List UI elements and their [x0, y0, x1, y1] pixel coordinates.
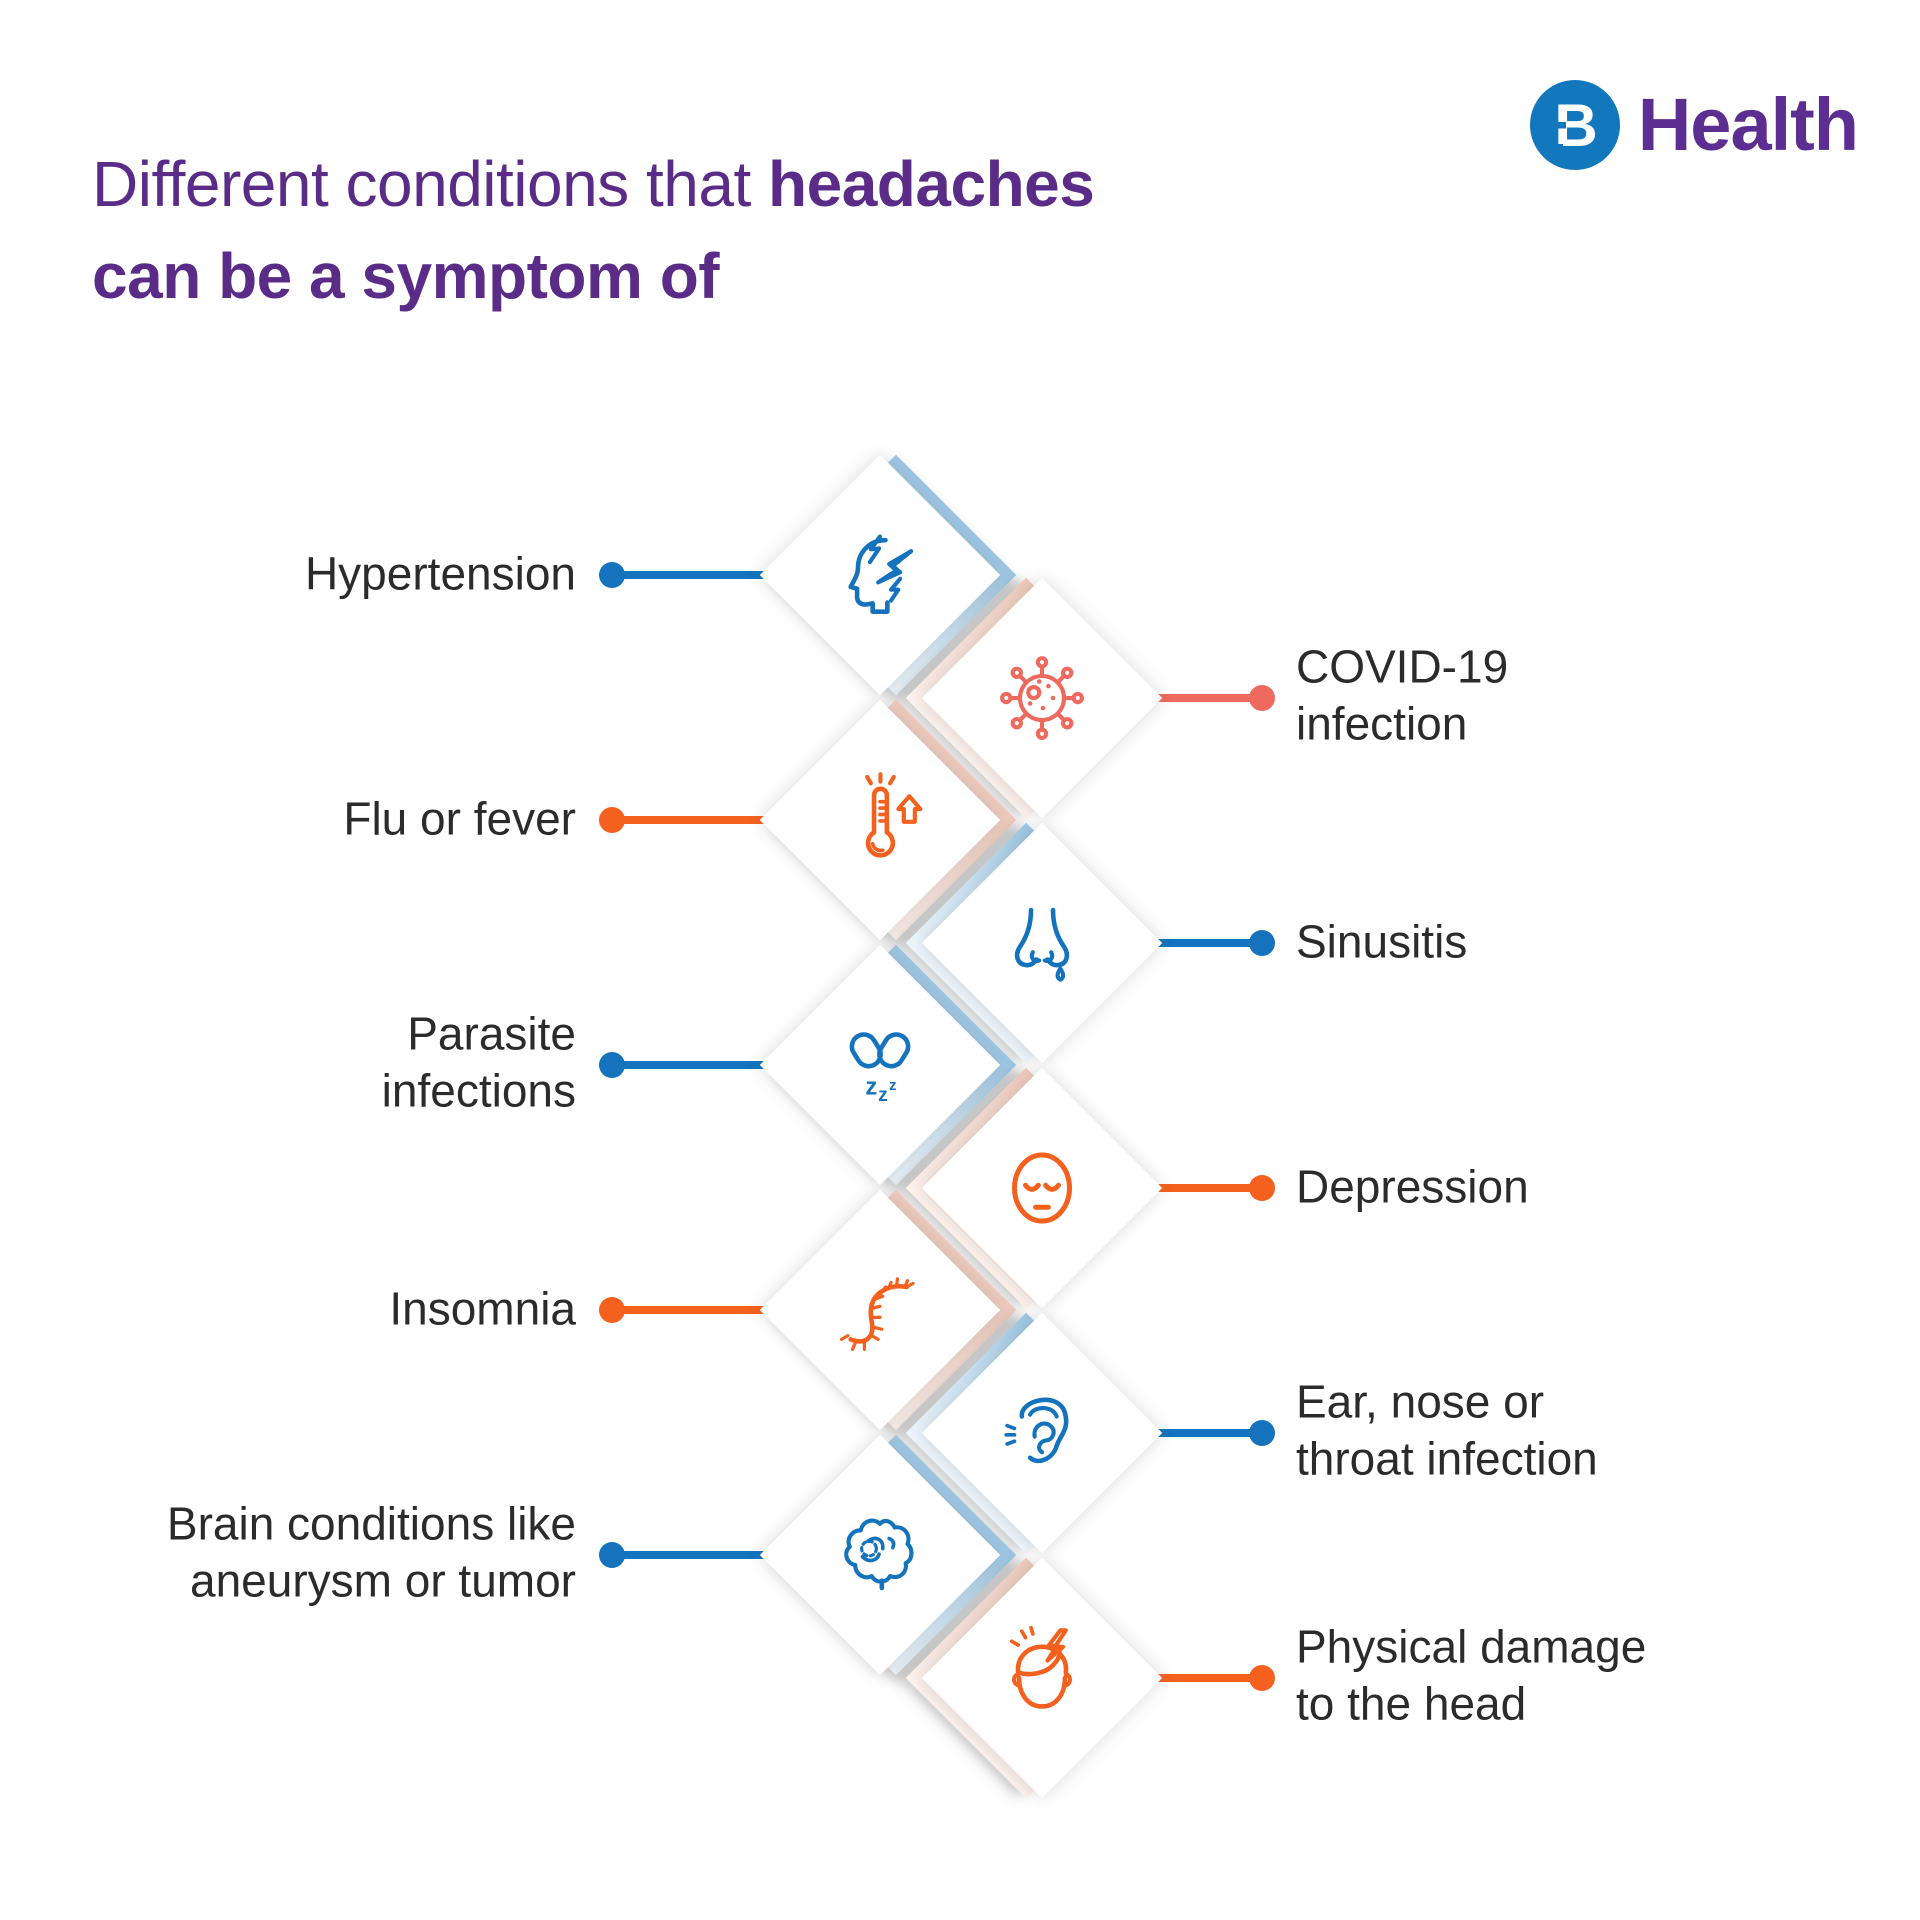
- condition-label: Insomnia: [389, 1282, 576, 1335]
- connector-line: [1154, 930, 1275, 956]
- diamond-tile: [759, 1189, 1001, 1431]
- diamond-tile: [921, 577, 1163, 819]
- condition-label: COVID-19 infection: [1296, 640, 1509, 750]
- title-line2-text: can be a symptom of: [92, 240, 720, 312]
- connector-line: [1154, 685, 1275, 711]
- diamond-echo: [775, 944, 1017, 1186]
- headache-head-icon: [848, 534, 914, 614]
- ear-icon: [1004, 1397, 1069, 1464]
- sleeping-pills-icon: z z z: [849, 1032, 911, 1106]
- connector-line: [599, 1052, 770, 1078]
- virus-icon: [1000, 656, 1084, 740]
- diamond-echo: [775, 1189, 1017, 1431]
- condition-label: Ear, nose or throat infection: [1296, 1375, 1598, 1485]
- condition-label: Physical damage to the head: [1296, 1620, 1647, 1730]
- svg-text:z: z: [889, 1078, 896, 1094]
- diamond-tile: [759, 1434, 1001, 1676]
- diamond-tile: z z z: [759, 944, 1001, 1186]
- diamond-echo: [905, 1312, 1147, 1554]
- diamond-tile: [921, 1557, 1163, 1799]
- condition-label: Hypertension: [304, 547, 576, 600]
- nose-icon: [1014, 907, 1070, 982]
- brand-wordmark: Health: [1637, 83, 1859, 166]
- page-title-line2: can be a symptom of: [92, 230, 1094, 322]
- diamond-tile: [921, 1312, 1163, 1554]
- sad-face-icon: [1011, 1152, 1073, 1224]
- connector-line: [1154, 1175, 1275, 1201]
- brand-monogram-icon: B: [1529, 80, 1620, 170]
- diamond-echo: [905, 1557, 1147, 1799]
- connector-line: [599, 807, 770, 833]
- title-regular-text: Different conditions that: [92, 148, 768, 220]
- diamond-tile: [921, 822, 1163, 1064]
- condition-label: Brain conditions like aneurysm or tumor: [166, 1497, 576, 1607]
- svg-text:z: z: [865, 1073, 877, 1100]
- condition-label: Flu or fever: [343, 792, 576, 845]
- diamond-echo: [775, 454, 1017, 696]
- condition-label: Depression: [1296, 1160, 1529, 1213]
- head-injury-icon: [1009, 1625, 1072, 1709]
- diamond-tile: [921, 1067, 1163, 1309]
- connector-line: [599, 1297, 770, 1323]
- brain-icon: [844, 1518, 914, 1591]
- connector-line: [599, 562, 770, 588]
- condition-label: Parasite infections: [381, 1007, 576, 1117]
- thermometer-icon: [865, 772, 923, 858]
- title-bold-text: headaches: [768, 148, 1095, 220]
- condition-label: Sinusitis: [1296, 915, 1468, 968]
- svg-text:z: z: [878, 1085, 888, 1106]
- diamond-echo: [775, 699, 1017, 941]
- diamond-tile: [759, 454, 1001, 696]
- diamond-echo: [905, 577, 1147, 819]
- brand-logo: B Health: [1529, 80, 1859, 170]
- diamond-echo: [775, 1434, 1017, 1676]
- page-title: Different conditions that headaches can …: [92, 138, 1095, 322]
- connector-line: [1154, 1420, 1275, 1446]
- page-title-line1: Different conditions that headaches: [92, 138, 1095, 230]
- worm-icon: [839, 1277, 915, 1352]
- diamond-tile: [759, 699, 1001, 941]
- diamond-echo: [905, 822, 1147, 1064]
- connector-line: [1154, 1665, 1275, 1691]
- diamond-echo: [905, 1067, 1147, 1309]
- connector-line: [599, 1542, 770, 1568]
